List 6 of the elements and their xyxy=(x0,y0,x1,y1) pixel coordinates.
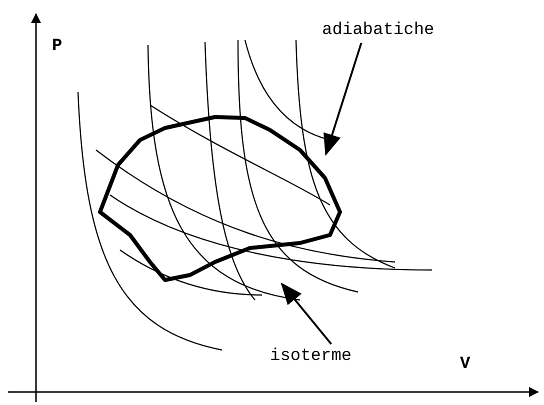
axis-label: V xyxy=(460,356,470,373)
curve-label: isoterme xyxy=(270,348,352,365)
leader-line xyxy=(280,282,332,345)
leader-line xyxy=(323,42,362,156)
axis-label: P xyxy=(52,38,62,55)
curve-label: adiabatiche xyxy=(322,22,434,39)
